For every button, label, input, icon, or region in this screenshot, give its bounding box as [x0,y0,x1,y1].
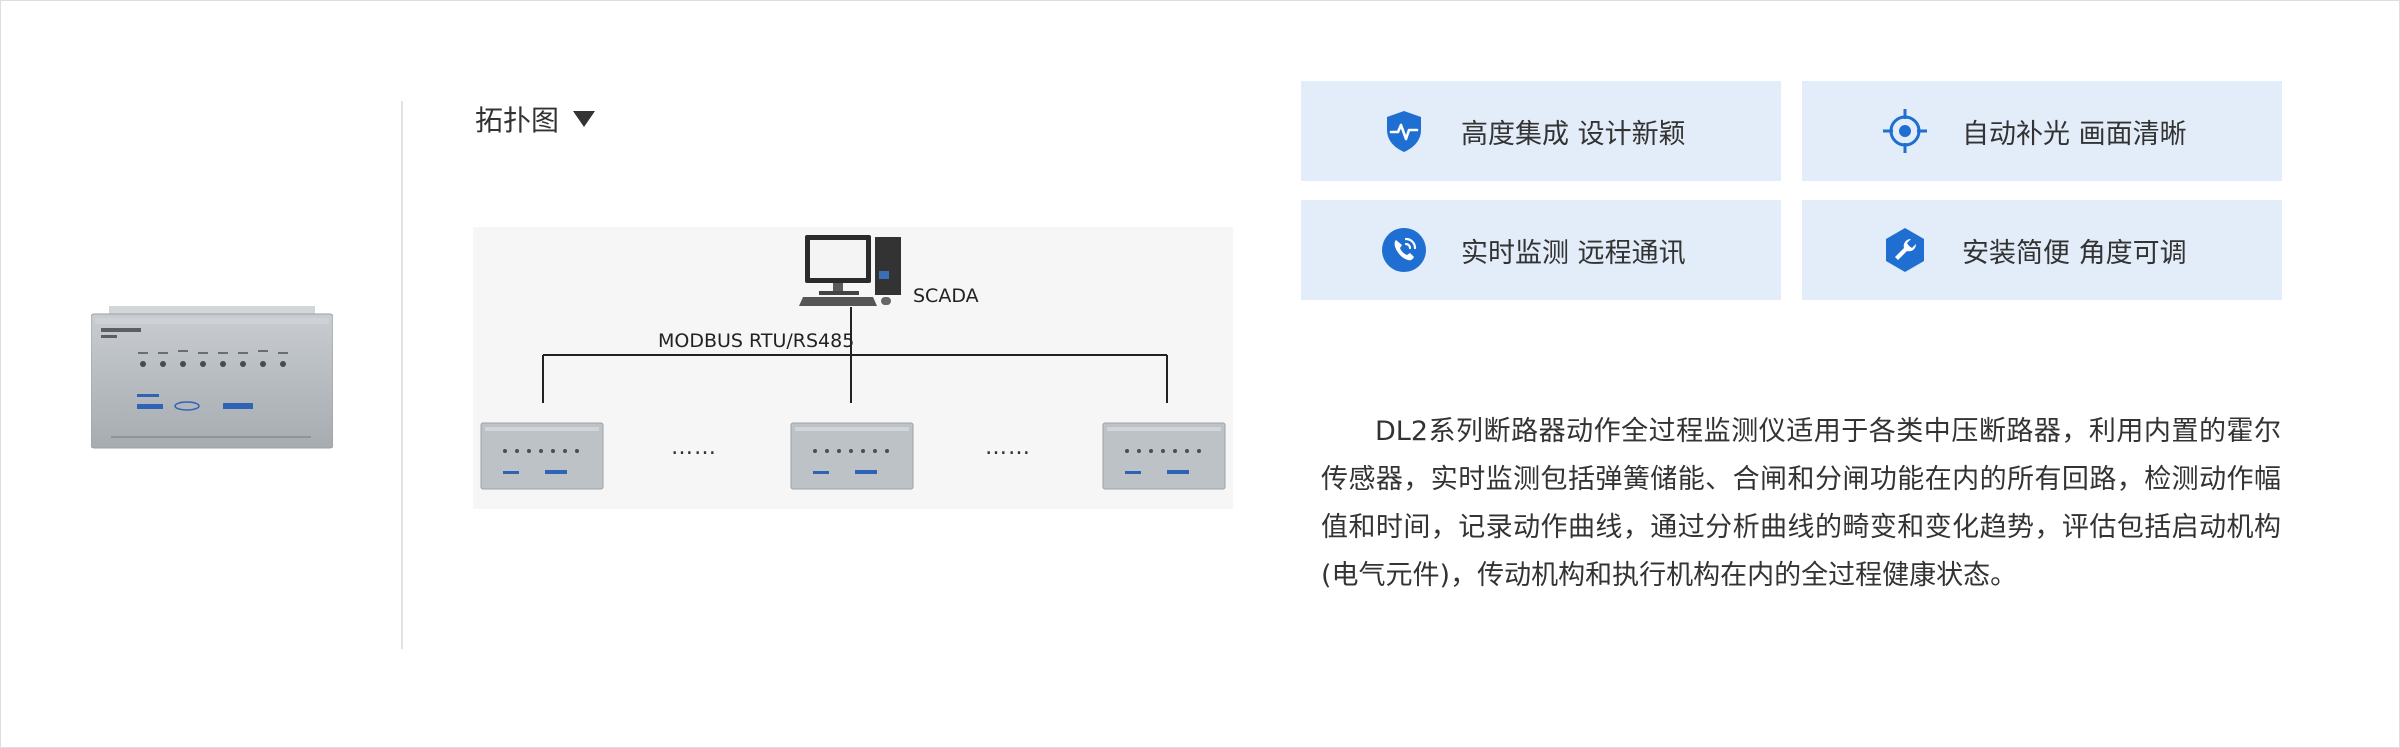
device-icon [480,422,604,490]
feature-label: 实时监测 远程通讯 [1461,237,1686,269]
feature-label: 自动补光 画面清晰 [1962,118,2187,150]
wrench-icon [1886,228,1924,272]
shield-pulse-icon [1387,111,1421,152]
topology-title: 拓扑图 [475,104,560,137]
caret-down-icon [573,111,596,127]
device-icon [790,422,914,490]
vertical-divider [401,101,403,649]
feature-label: 高度集成 设计新颖 [1461,118,1686,150]
feature-card-monitoring[interactable]: 实时监测 远程通讯 [1301,200,1781,300]
bus-label: MODBUS RTU/RS485 [658,330,855,352]
target-crosshair-icon [1883,109,1927,153]
product-description: DL2系列断路器动作全过程监测仪适用于各类中压断路器，利用内置的霍尔传感器，实时… [1321,416,2281,591]
computer-icon [799,235,901,306]
topology-diagram: SCADA MODBUS RTU/RS485 …… …… [473,227,1233,509]
feature-card-integration[interactable]: 高度集成 设计新颖 [1301,81,1781,181]
feature-label: 安装简便 角度可调 [1962,237,2187,269]
feature-card-lighting[interactable]: 自动补光 画面清晰 [1802,81,2282,181]
ellipsis-right: …… [985,435,1031,460]
topology-toggle[interactable]: 拓扑图 [475,99,596,139]
feature-card-installation[interactable]: 安装简便 角度可调 [1802,200,2282,300]
scada-label: SCADA [913,285,979,307]
product-image [90,306,334,456]
phone-signal-icon [1382,228,1426,272]
ellipsis-left: …… [671,435,717,460]
device-icon [1102,422,1226,490]
